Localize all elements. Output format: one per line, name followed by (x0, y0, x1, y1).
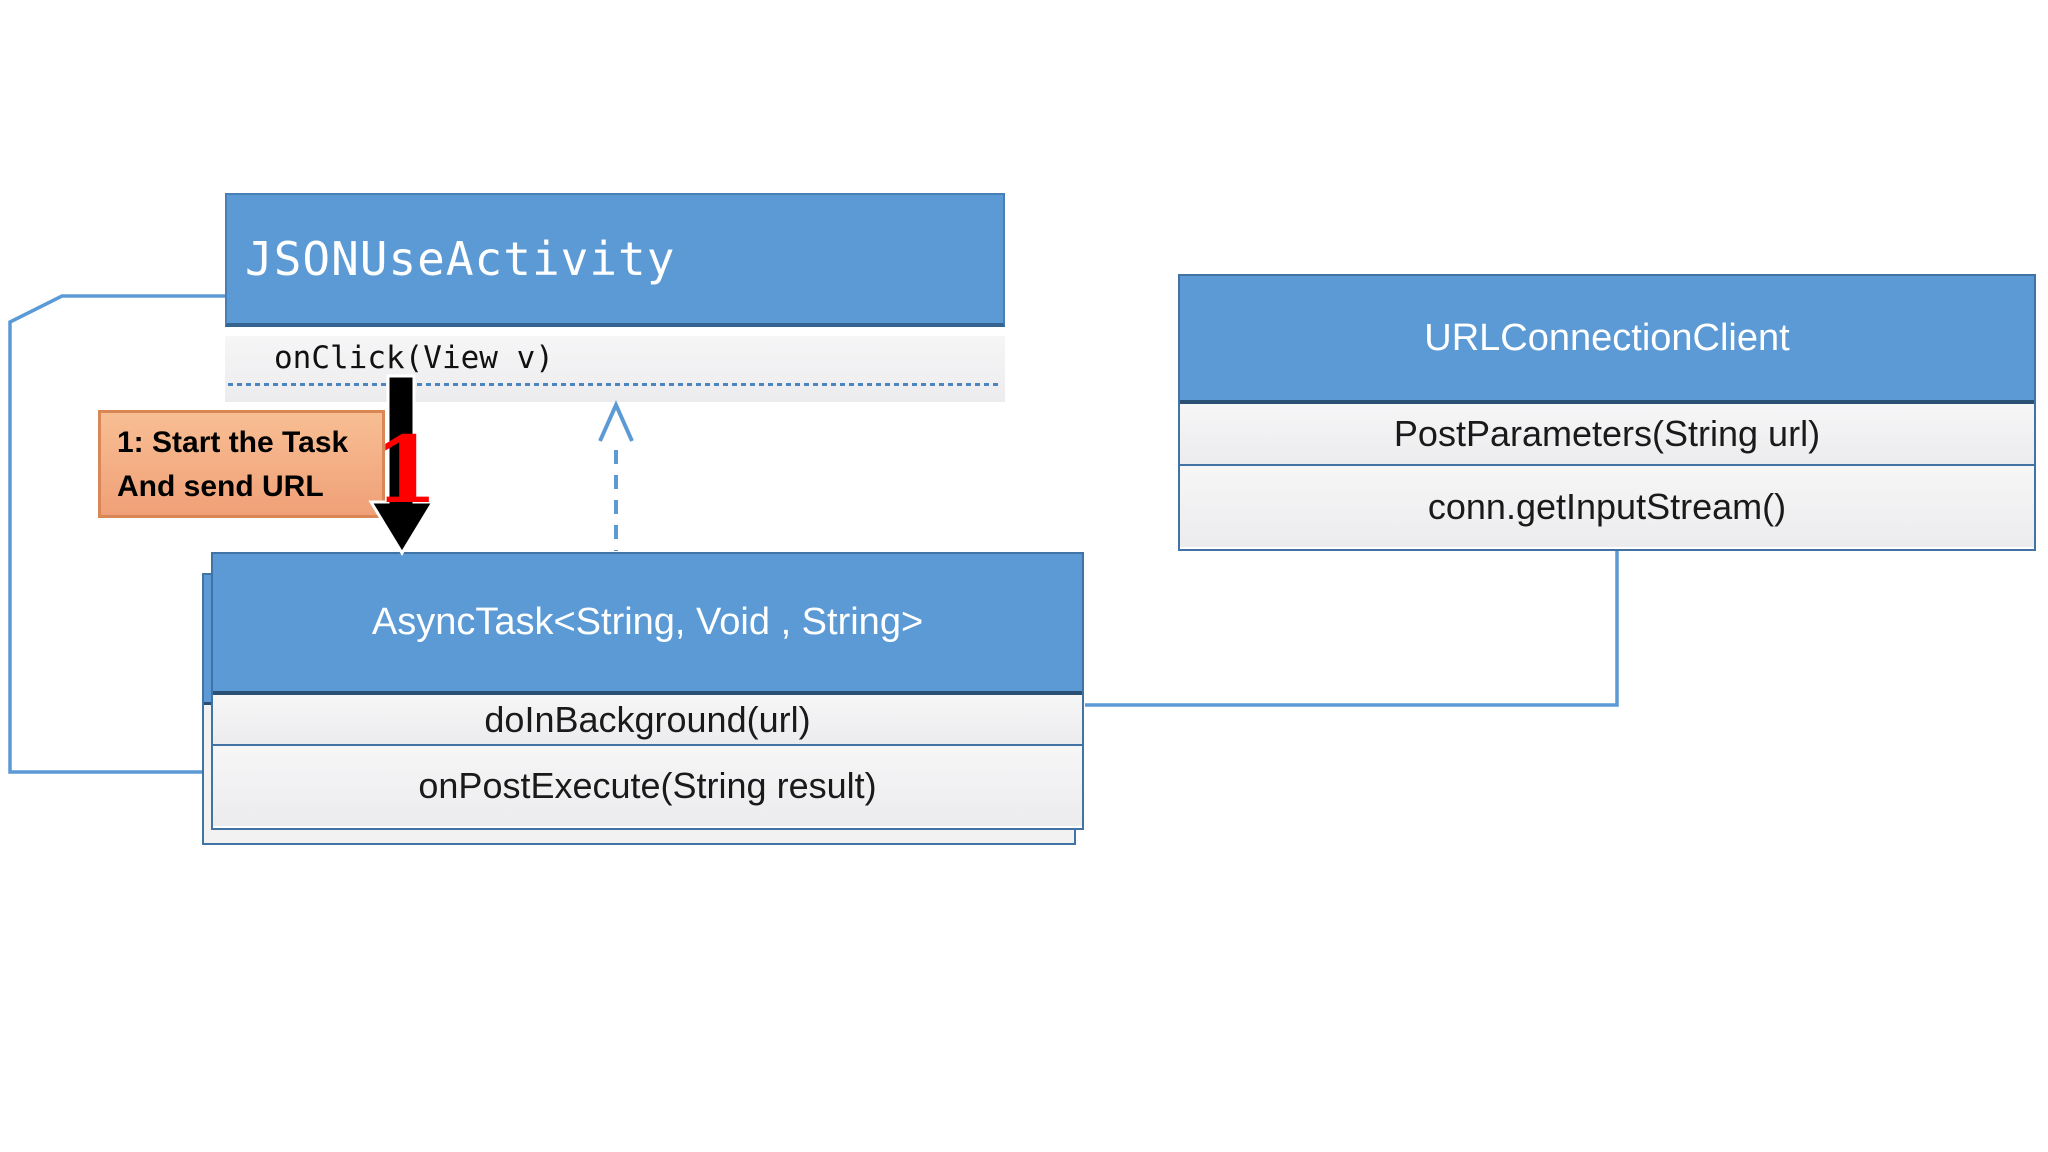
return-connector-line (8, 294, 225, 774)
callback-arrowhead-icon (598, 400, 634, 442)
annotation-line-2: And send URL (117, 470, 324, 503)
client-connector-line (1085, 551, 1619, 707)
method-label: PostParameters(String url) (1393, 413, 1821, 454)
annotation-line-1: 1: Start the Task (117, 426, 349, 459)
dotted-separator-line (228, 383, 1000, 386)
annotation-note: 1: Start the Task And send URL (98, 410, 385, 518)
class-jsonuseactivity-title: JSONUseActivity (245, 232, 676, 286)
class-urlconnectionclient-box: URLConnectionClient PostParameters(Strin… (1178, 274, 2036, 551)
class-urlconnectionclient-method-getinputstream: conn.getInputStream() (1180, 466, 2034, 547)
class-jsonuseactivity-method-onclick: onClick(View v) (225, 336, 1005, 402)
class-asynctask-method-doinbackground: doInBackground(url) (213, 695, 1082, 746)
method-label: conn.getInputStream() (1427, 485, 1787, 527)
class-urlconnectionclient-method-postparameters: PostParameters(String url) (1180, 404, 2034, 466)
method-label: doInBackground(url) (484, 698, 811, 740)
class-asynctask-header: AsyncTask<String, Void , String> (213, 554, 1082, 695)
class-asynctask-box: AsyncTask<String, Void , String> doInBac… (211, 552, 1084, 830)
step-number: 1 (374, 416, 439, 524)
class-asynctask-method-onpostexecute: onPostExecute(String result) (213, 746, 1082, 826)
class-asynctask-title: AsyncTask<String, Void , String> (371, 601, 924, 643)
class-urlconnectionclient-header: URLConnectionClient (1180, 276, 2034, 404)
method-label: onPostExecute(String result) (418, 765, 877, 806)
method-label: onClick(View v) (274, 340, 554, 376)
class-jsonuseactivity-header: JSONUseActivity (225, 193, 1005, 327)
class-urlconnectionclient-title: URLConnectionClient (1424, 316, 1790, 359)
